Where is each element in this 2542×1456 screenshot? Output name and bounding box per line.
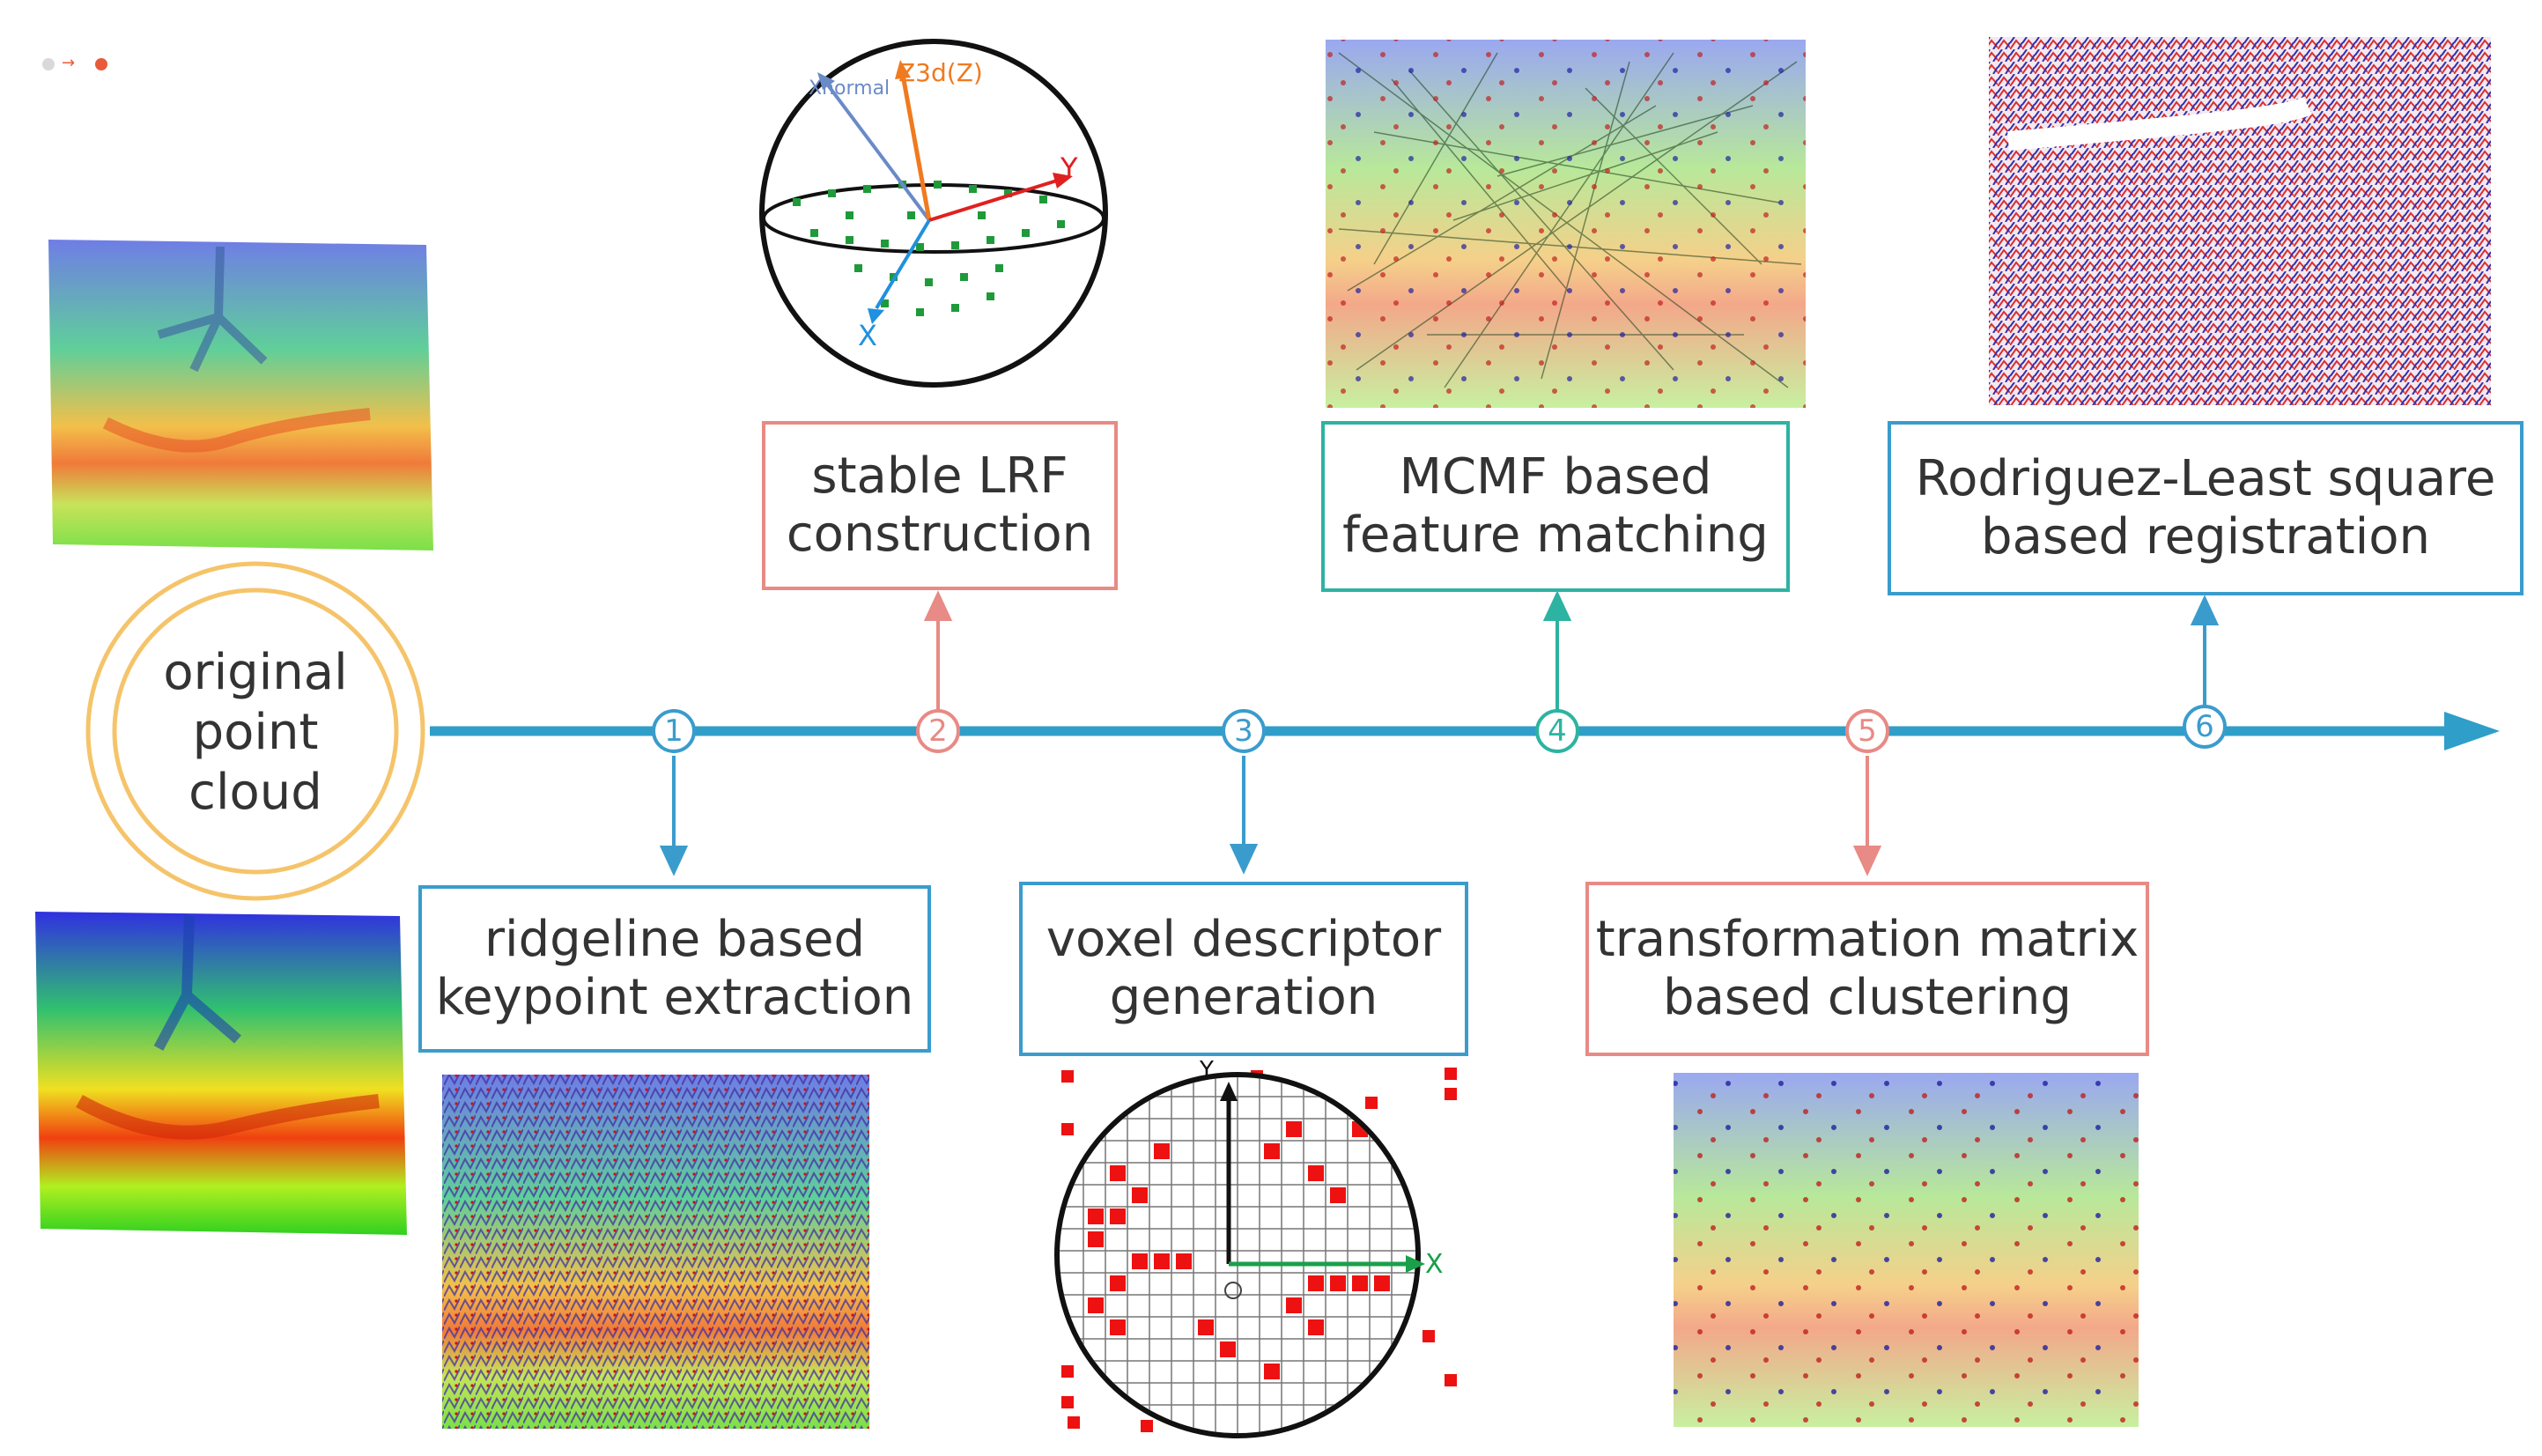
lrf-axis-normal-label: Xnormal <box>809 78 890 100</box>
window-controls: → <box>42 55 122 72</box>
stage-4-box: MCMF based feature matching <box>1321 421 1790 592</box>
lrf-axis-x-label: X <box>858 319 877 352</box>
connector-6 <box>2190 595 2220 709</box>
stage-6-line-1: Rodriguez-Least square <box>1915 450 2496 507</box>
lrf-sphere-illustration <box>759 39 1108 388</box>
stage-2-box: stable LRF construction <box>762 421 1118 590</box>
source-terrain-image <box>48 240 433 551</box>
origin-label-line-1: original <box>163 644 348 701</box>
stage-4-badge: 4 <box>1535 709 1579 753</box>
red-dot-icon <box>95 58 107 70</box>
registration-result-image <box>1989 37 2491 405</box>
grey-dot-icon <box>42 58 55 70</box>
stage-6-line-2: based registration <box>1981 508 2430 565</box>
stage-5-line-1: transformation matrix <box>1595 911 2139 968</box>
connector-5 <box>1852 756 1882 876</box>
target-terrain-image <box>35 912 407 1235</box>
stage-2-line-2: construction <box>786 506 1094 563</box>
stage-2-line-1: stable LRF <box>811 447 1068 505</box>
stage-5-badge: 5 <box>1845 709 1889 753</box>
stage-1-box: ridgeline based keypoint extraction <box>418 885 931 1053</box>
stage-3-badge: 3 <box>1222 709 1266 753</box>
lrf-axis-z-label: Z3d(Z) <box>898 58 983 87</box>
stage-1-badge: 1 <box>652 709 696 753</box>
stage-6-box: Rodriguez-Least square based registratio… <box>1888 421 2524 595</box>
voxel-axis-y-label: Y <box>1200 1057 1214 1083</box>
origin-label-line-2: point <box>192 704 319 761</box>
stage-2-badge: 2 <box>916 709 960 753</box>
timeline-arrowhead <box>2444 712 2500 750</box>
stage-5-box: transformation matrix based clustering <box>1585 882 2149 1056</box>
stage-4-line-1: MCMF based <box>1399 448 1712 506</box>
origin-outer-ring <box>85 561 425 901</box>
stage-4-line-2: feature matching <box>1342 506 1769 564</box>
origin-label-line-3: cloud <box>188 764 322 821</box>
connector-3 <box>1229 756 1259 875</box>
stage-5-line-2: based clustering <box>1663 969 2072 1026</box>
arrow-right-icon: → <box>62 54 76 72</box>
connector-4 <box>1542 590 1572 712</box>
origin-label: original point cloud <box>132 643 379 823</box>
connector-1 <box>659 756 689 876</box>
voxel-axis-x-label: X <box>1425 1249 1444 1280</box>
keypoint-extraction-image <box>442 1075 869 1429</box>
voxel-grid-illustration <box>1054 1068 1457 1438</box>
stage-3-line-2: generation <box>1109 969 1378 1026</box>
clustering-image <box>1674 1073 2139 1427</box>
stage-1-line-1: ridgeline based <box>484 911 866 968</box>
connector-2 <box>923 590 953 712</box>
stage-1-line-2: keypoint extraction <box>435 969 914 1026</box>
origin-inner-ring <box>112 588 399 875</box>
stage-3-box: voxel descriptor generation <box>1019 882 1468 1056</box>
stage-6-badge: 6 <box>2183 705 2227 749</box>
stage-3-line-1: voxel descriptor <box>1046 911 1442 968</box>
feature-matching-image <box>1326 40 1806 408</box>
lrf-axis-y-label: Y <box>1060 152 1078 185</box>
